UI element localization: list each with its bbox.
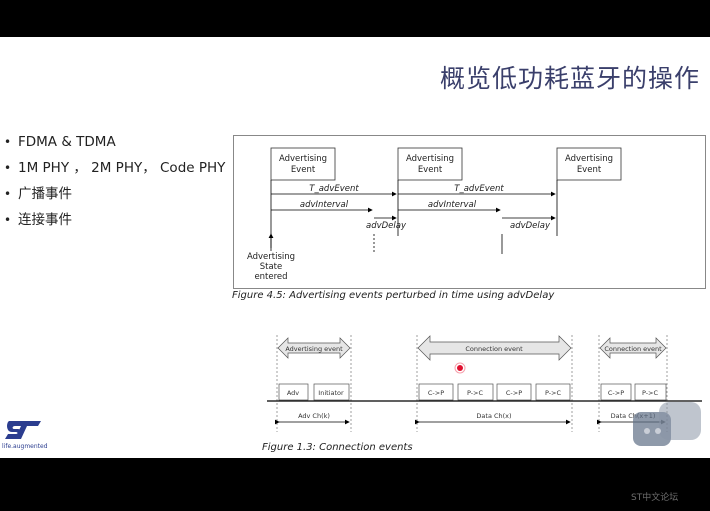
st-logo-icon [5, 421, 41, 439]
bullet-dot-icon: • [4, 213, 12, 227]
figure-4-5-caption: Figure 4.5: Advertising events perturbed… [232, 290, 555, 301]
advertising-event-arrow [277, 337, 351, 359]
advertising-events-diagram: Advertising Event Advertising Event Adve… [247, 147, 622, 282]
box-label-line1: Advertising [406, 154, 454, 164]
bullet-dot-icon: • [4, 161, 12, 175]
bullet-text: FDMA & TDMA [18, 134, 116, 150]
advertising-event-box [556, 147, 622, 181]
advertising-state-label-3: entered [254, 272, 287, 282]
bullet-list: •FDMA & TDMA •1M PHY ， 2M PHY， Code PHY … [4, 129, 225, 233]
packet-box [418, 383, 454, 401]
watermark-text: ST中文论坛 [631, 493, 679, 503]
bullet-text: 连接事件 [18, 212, 72, 228]
slide-title: 概览低功耗蓝牙的操作 [439, 64, 700, 93]
bullet-item: • FDMA & TDMA [4, 129, 225, 155]
bullet-item: • 广播事件 [4, 181, 225, 207]
packet-box [313, 383, 350, 401]
packet-c-to-p-label: C->P [506, 389, 522, 397]
advertising-event-label: Advertising event [285, 345, 343, 353]
box-label-line2: Event [291, 165, 316, 175]
bullet-dot-icon: • [4, 187, 12, 201]
laser-pointer-icon [457, 365, 463, 371]
advertising-state-label-1: Advertising [247, 252, 295, 262]
adv-interval-label: advInterval [300, 200, 349, 210]
connection-event-label: Connection event [604, 345, 662, 353]
box-label-line1: Advertising [279, 154, 327, 164]
connection-event-label: Connection event [465, 345, 523, 353]
bullet-text: 1M PHY ， 2M PHY， Code PHY [18, 160, 226, 176]
advertising-events-figure: Advertising Event Advertising Event Adve… [233, 135, 706, 289]
t-adv-event-label: T_advEvent [309, 184, 359, 194]
packet-p-to-c-label: P->C [642, 389, 659, 397]
packet-adv-label: Adv [287, 389, 299, 397]
packet-c-to-p-label: C->P [428, 389, 444, 397]
box-label-line2: Event [418, 165, 443, 175]
advertising-event-box [270, 147, 336, 181]
bullet-dot-icon: • [4, 135, 12, 149]
adv-interval-label: advInterval [428, 200, 477, 210]
chat-bubble-icon [633, 402, 701, 446]
data-channel-next-label: Data Ch(x+1) [611, 412, 656, 420]
adv-delay-label: advDelay [510, 221, 551, 231]
box-label-line2: Event [577, 165, 602, 175]
video-top-bar [0, 0, 710, 37]
packet-box [457, 383, 494, 401]
advertising-state-label-2: State [260, 262, 283, 272]
t-adv-event-label: T_advEvent [454, 184, 504, 194]
packet-initiator-label: Initiator [318, 389, 344, 397]
packet-p-to-c-label: P->C [467, 389, 484, 397]
advertising-event-box [397, 147, 463, 181]
connection-event-arrow [417, 335, 572, 361]
video-bottom-bar [0, 458, 710, 511]
data-channel-label: Data Ch(x) [476, 412, 511, 420]
connection-events-diagram: Advertising event Connection event Conne… [267, 335, 702, 432]
st-logo-tagline: life.augmented [2, 443, 48, 450]
packet-box [278, 383, 309, 401]
box-label-line1: Advertising [565, 154, 613, 164]
adv-channel-label: Adv Ch(k) [298, 412, 330, 420]
packet-box [634, 383, 667, 401]
bullet-item: • 1M PHY ， 2M PHY， Code PHY [4, 155, 225, 181]
packet-p-to-c-label: P->C [545, 389, 562, 397]
presentation-slide: 概览低功耗蓝牙的操作 • FDMA & TDMA • 1M PHY ， 2M PHY… [0, 37, 710, 458]
packet-box [600, 383, 632, 401]
packet-box [535, 383, 571, 401]
adv-delay-label: advDelay [366, 221, 407, 231]
bullet-item: • 连接事件 [4, 207, 225, 233]
packet-box [496, 383, 532, 401]
bullet-text: 广播事件 [18, 186, 72, 202]
connection-event-arrow [599, 337, 667, 359]
figure-1-3-caption: Figure 1.3: Connection events [262, 442, 413, 453]
packet-c-to-p-label: C->P [608, 389, 624, 397]
